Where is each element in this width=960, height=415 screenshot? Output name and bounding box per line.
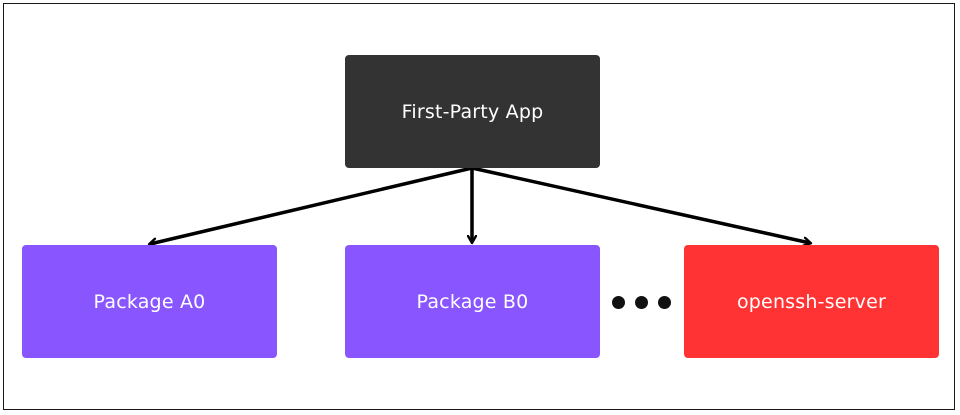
node-label: Package A0 bbox=[93, 290, 206, 313]
edge-root-to-a0 bbox=[150, 166, 473, 244]
node-package-a0: Package A0 bbox=[22, 245, 277, 358]
node-label: openssh-server bbox=[736, 290, 887, 313]
ellipsis-dot bbox=[658, 296, 671, 309]
edge-root-to-ssh bbox=[471, 166, 810, 243]
node-package-b0: Package B0 bbox=[345, 245, 600, 358]
node-first-party-app: First-Party App bbox=[345, 55, 600, 168]
node-openssh-server: openssh-server bbox=[684, 245, 939, 358]
ellipsis-dot bbox=[635, 296, 648, 309]
node-label: First-Party App bbox=[401, 100, 544, 123]
ellipsis-dot bbox=[612, 296, 625, 309]
node-label: Package B0 bbox=[416, 290, 529, 313]
